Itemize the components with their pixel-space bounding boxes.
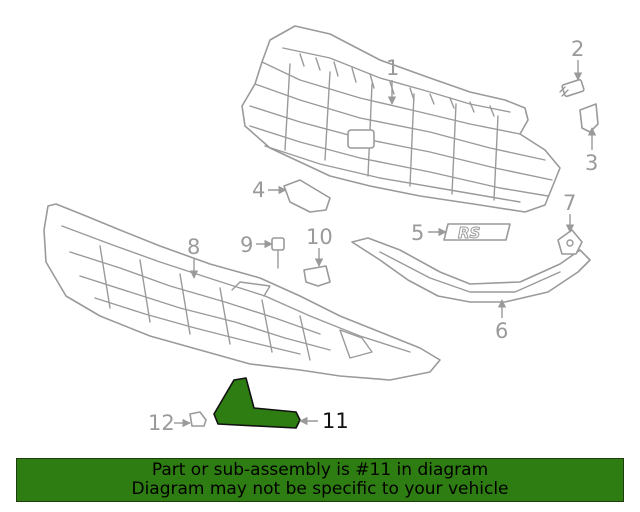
leader-lines bbox=[174, 60, 597, 428]
clip-part-3 bbox=[579, 103, 599, 133]
upper-grille-part-1 bbox=[241, 25, 561, 213]
callout-9: 9 bbox=[240, 233, 253, 257]
callout-5: 5 bbox=[411, 221, 424, 245]
push-pin-part-12 bbox=[189, 411, 207, 427]
nut-part-7 bbox=[557, 229, 583, 255]
callout-4: 4 bbox=[252, 178, 265, 202]
bracket-part-4 bbox=[283, 179, 331, 213]
callout-3: 3 bbox=[585, 151, 598, 175]
callout-2: 2 bbox=[571, 37, 584, 61]
retainer-part-10 bbox=[303, 265, 331, 287]
screw-part-9 bbox=[271, 237, 285, 269]
banner-line-1: Part or sub-assembly is #11 in diagram bbox=[151, 460, 489, 480]
callout-10: 10 bbox=[306, 225, 333, 249]
parts-diagram: RS bbox=[43, 25, 599, 435]
callout-12: 12 bbox=[148, 411, 175, 435]
deflector-part-11-highlighted bbox=[213, 377, 301, 429]
callout-7: 7 bbox=[563, 191, 576, 215]
trim-strip-part-6 bbox=[351, 237, 591, 303]
emblem-text: RS bbox=[458, 224, 480, 242]
callout-6: 6 bbox=[495, 319, 508, 343]
callout-11: 11 bbox=[322, 409, 349, 433]
callout-8: 8 bbox=[187, 235, 200, 259]
lower-grille-part-8 bbox=[43, 203, 441, 381]
info-banner: Part or sub-assembly is #11 in diagram D… bbox=[16, 458, 624, 502]
callout-1: 1 bbox=[386, 56, 399, 80]
banner-line-2: Diagram may not be specific to your vehi… bbox=[131, 479, 509, 499]
bolt-part-2 bbox=[559, 78, 585, 98]
rs-emblem-part-5: RS bbox=[443, 223, 511, 243]
